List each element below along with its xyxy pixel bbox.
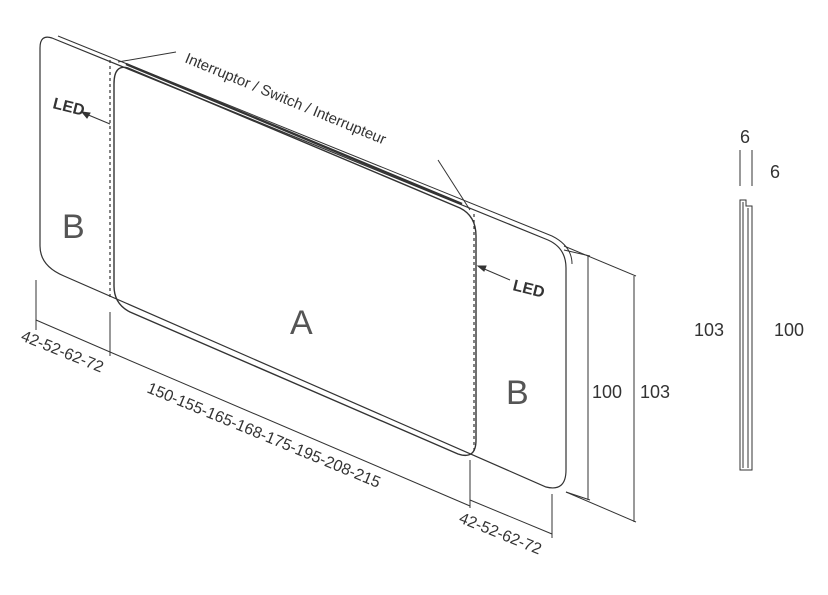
panel-b-left-label: B xyxy=(62,208,85,246)
profile-body xyxy=(739,199,753,471)
panel-a-outline xyxy=(113,66,477,457)
led-right-arrow xyxy=(481,267,511,281)
side-width-right: 42-52-62-72 xyxy=(457,510,544,558)
center-width: 150-155-165-168-175-195-208-215 xyxy=(144,380,382,492)
height-outer: 103 xyxy=(640,382,670,402)
profile-depth-side: 6 xyxy=(770,162,780,182)
led-left-arrow xyxy=(85,113,111,125)
side-width-left: 42-52-62-72 xyxy=(19,328,106,376)
profile-height-outer: 103 xyxy=(694,320,724,340)
profile-height-inner: 100 xyxy=(774,320,804,340)
backing-panel-edge xyxy=(57,35,573,265)
panel-a-top-edge xyxy=(125,62,463,206)
mirror-outline xyxy=(39,35,573,489)
led-right-label: LED xyxy=(511,277,546,301)
led-arrows xyxy=(80,111,511,281)
dimension-lines xyxy=(35,245,637,538)
led-strip-lines xyxy=(109,60,475,452)
led-left-label: LED xyxy=(51,95,86,119)
backing-panel xyxy=(39,36,567,489)
switch-leaders xyxy=(117,51,471,211)
height-inner: 100 xyxy=(592,382,622,402)
panel-b-right-label: B xyxy=(506,374,529,412)
panel-a-label: A xyxy=(290,304,313,342)
profile-depth-top: 6 xyxy=(740,127,750,147)
profile-view xyxy=(739,150,753,471)
